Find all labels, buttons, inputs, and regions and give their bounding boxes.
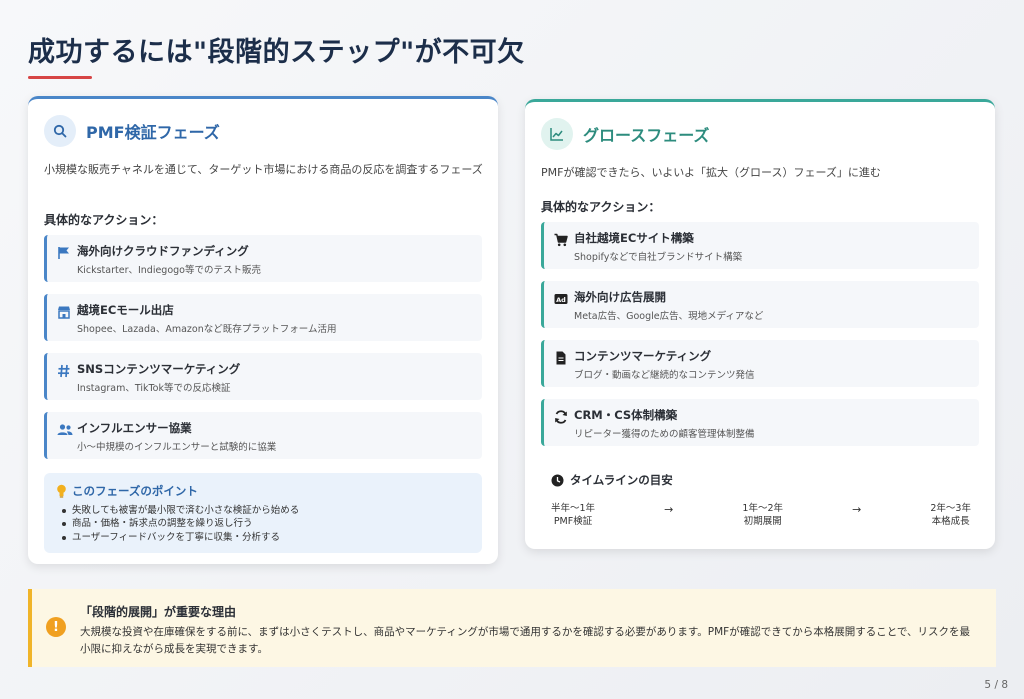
action-title: SNSコンテンツマーケティング [77, 362, 241, 376]
pmf-card-title: PMF検証フェーズ [86, 123, 220, 142]
action-title: 越境ECモール出店 [77, 303, 174, 317]
timeline-title: タイムラインの目安 [570, 473, 673, 487]
action-title: CRM・CS体制構築 [574, 408, 678, 422]
growth-action-item: Ad 海外向け広告展開 Meta広告、Google広告、現地メディアなど [541, 281, 979, 328]
action-subtitle: Meta広告、Google広告、現地メディアなど [574, 311, 764, 322]
note-body: 大規模な投資や在庫確保をする前に、まずは小さくテストし、商品やマーケティングが市… [80, 626, 970, 655]
timeline-heading: タイムラインの目安 [551, 472, 673, 488]
reason-note-box: ! 「段階的展開」が重要な理由 大規模な投資や在庫確保をする前に、まずは小さくテ… [28, 589, 996, 667]
growth-action-item: CRM・CS体制構築 リピーター獲得のための顧客管理体制整備 [541, 399, 979, 446]
action-subtitle: Shopifyなどで自社ブランドサイト構築 [574, 252, 743, 263]
action-title: 海外向け広告展開 [574, 290, 666, 304]
page-number: 5 / 8 [984, 679, 1008, 691]
store-icon [57, 304, 71, 319]
growth-phase-card: グロースフェーズ PMFが確認できたら、いよいよ「拡大（グロース）フェーズ」に進… [525, 99, 995, 549]
timeline-label: 初期展開 [743, 516, 782, 528]
growth-action-item: コンテンツマーケティング ブログ・動画など継続的なコンテンツ発信 [541, 340, 979, 387]
action-subtitle: ブログ・動画など継続的なコンテンツ発信 [574, 370, 755, 381]
pmf-action-item: 越境ECモール出店 Shopee、Lazada、Amazonなど既存プラットフォ… [44, 294, 482, 341]
sync-icon [554, 409, 568, 424]
action-subtitle: Kickstarter、Indiegogo等でのテスト販売 [77, 265, 261, 276]
timeline-step: 2年〜3年 本格成長 [930, 502, 971, 529]
pmf-phase-card: PMF検証フェーズ 小規模な販売チャネルを通じて、ターゲット市場における商品の反… [28, 96, 498, 564]
svg-text:Ad: Ad [556, 296, 566, 304]
growth-actions-heading: 具体的なアクション： [541, 200, 661, 214]
point-item: 失敗しても被害が最小限で済む小さな検証から始める [62, 504, 470, 517]
points-title: このフェーズのポイント [72, 484, 198, 498]
points-heading: このフェーズのポイント [56, 483, 470, 499]
point-item: 商品・価格・訴求点の調整を繰り返し行う [62, 517, 470, 530]
action-subtitle: Instagram、TikTok等での反応検証 [77, 383, 231, 394]
timeline-label: 本格成長 [931, 516, 970, 528]
timeline-step: 1年〜2年 初期展開 [742, 502, 783, 529]
points-list: 失敗しても被害が最小限で済む小さな検証から始める 商品・価格・訴求点の調整を繰り… [56, 504, 470, 544]
pmf-action-item: 海外向けクラウドファンディング Kickstarter、Indiegogo等での… [44, 235, 482, 282]
timeline-period: 1年〜2年 [742, 503, 784, 514]
action-subtitle: 小〜中規模のインフルエンサーと試験的に協業 [77, 442, 277, 453]
page-title: 成功するには"段階的ステップ"が不可欠 [28, 37, 525, 68]
hashtag-icon [57, 363, 71, 378]
action-subtitle: Shopee、Lazada、Amazonなど既存プラットフォーム活用 [77, 324, 337, 335]
growth-card-header: グロースフェーズ [541, 118, 709, 150]
lightbulb-icon [56, 484, 67, 498]
exclamation-icon: ! [46, 617, 66, 637]
growth-card-title: グロースフェーズ [583, 126, 710, 145]
cart-icon [554, 232, 568, 247]
action-title: 海外向けクラウドファンディング [77, 244, 249, 258]
pmf-description: 小規模な販売チャネルを通じて、ターゲット市場における商品の反応を調査するフェーズ [44, 163, 483, 176]
document-icon [554, 350, 568, 365]
action-title: コンテンツマーケティング [574, 349, 712, 363]
pmf-actions-heading: 具体的なアクション： [44, 213, 164, 227]
growth-action-item: 自社越境ECサイト構築 Shopifyなどで自社ブランドサイト構築 [541, 222, 979, 269]
search-icon [44, 115, 76, 147]
timeline-step: 半年〜1年 PMF検証 [551, 502, 595, 529]
chart-line-icon [541, 118, 573, 150]
note-title: 「段階的展開」が重要な理由 [80, 605, 237, 619]
growth-description: PMFが確認できたら、いよいよ「拡大（グロース）フェーズ」に進む [541, 166, 881, 179]
pmf-action-item: インフルエンサー協業 小〜中規模のインフルエンサーと試験的に協業 [44, 412, 482, 459]
pmf-phase-points-box: このフェーズのポイント 失敗しても被害が最小限で済む小さな検証から始める 商品・… [44, 473, 482, 553]
action-title: 自社越境ECサイト構築 [574, 231, 694, 245]
timeline-label: PMF検証 [553, 516, 593, 528]
arrow-right-icon: → [852, 503, 862, 516]
timeline-period: 半年〜1年 [551, 503, 596, 514]
timeline-period: 2年〜3年 [930, 503, 971, 514]
timeline: 半年〜1年 PMF検証 → 1年〜2年 初期展開 → 2年〜3年 本格成長 [551, 502, 971, 529]
flag-icon [57, 245, 71, 259]
pmf-card-header: PMF検証フェーズ [44, 115, 220, 147]
arrow-right-icon: → [664, 503, 674, 516]
pmf-action-item: SNSコンテンツマーケティング Instagram、TikTok等での反応検証 [44, 353, 482, 400]
title-underline [28, 76, 92, 79]
action-subtitle: リピーター獲得のための顧客管理体制整備 [574, 429, 755, 440]
action-title: インフルエンサー協業 [77, 421, 192, 435]
users-icon [57, 422, 73, 436]
ad-icon: Ad [554, 291, 568, 305]
clock-icon [551, 474, 564, 487]
point-item: ユーザーフィードバックを丁寧に収集・分析する [62, 531, 470, 544]
